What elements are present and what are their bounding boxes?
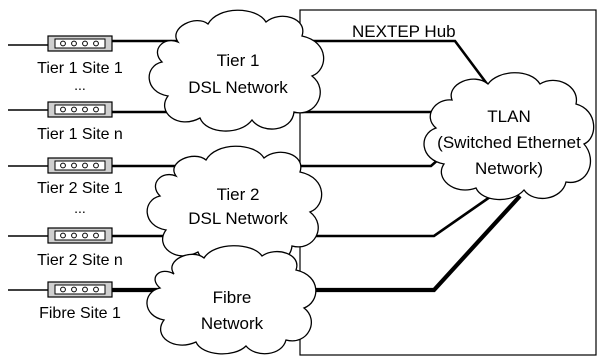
ellipsis-tier2: ... xyxy=(74,200,86,216)
site-label-tier1-site1: Tier 1 Site 1 xyxy=(37,60,123,77)
site-device-fibre-site1 xyxy=(47,281,113,298)
tier1-cloud-line1: Tier 1 xyxy=(217,51,260,70)
tlan-line3: Network) xyxy=(475,159,543,178)
site-label-fibre-site1: Fibre Site 1 xyxy=(39,305,121,322)
tier1-cloud-line2: DSL Network xyxy=(188,78,288,97)
fibre-cloud: Fibre Network xyxy=(146,245,317,355)
site-device-tier1-site1 xyxy=(47,35,113,52)
tier2-cloud-line1: Tier 2 xyxy=(217,185,260,204)
tier2-cloud-line2: DSL Network xyxy=(188,209,288,228)
tlan-cloud: TLAN (Switched Ethernet Network) xyxy=(423,72,595,201)
site-device-tier2-siten xyxy=(47,227,113,244)
ellipsis-tier1: ... xyxy=(74,77,86,93)
site-device-tier2-site1 xyxy=(47,157,113,174)
tier2-dsl-cloud: Tier 2 DSL Network xyxy=(146,145,323,266)
tlan-line2: (Switched Ethernet xyxy=(437,133,581,152)
hub-label: NEXTEP Hub xyxy=(352,22,456,41)
fibre-cloud-line1: Fibre xyxy=(213,288,252,307)
site-label-tier1-siten: Tier 1 Site n xyxy=(37,126,123,143)
tier1-dsl-cloud: Tier 1 DSL Network xyxy=(148,9,325,132)
site-label-tier2-site1: Tier 2 Site 1 xyxy=(37,180,123,197)
site-label-tier2-siten: Tier 2 Site n xyxy=(37,252,123,269)
tlan-line1: TLAN xyxy=(487,107,530,126)
fibre-cloud-line2: Network xyxy=(201,314,264,333)
site-device-tier1-siten xyxy=(47,101,113,118)
